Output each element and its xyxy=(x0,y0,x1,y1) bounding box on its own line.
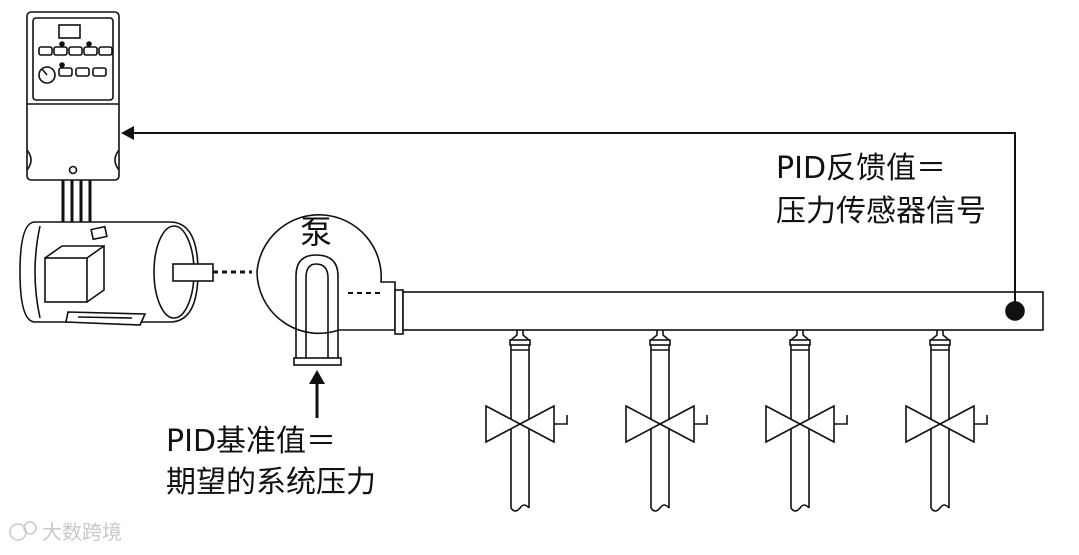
branch-line-2 xyxy=(625,330,708,512)
pump-label: 泵 xyxy=(300,213,333,251)
branch-line-1 xyxy=(485,330,568,512)
valve-icon xyxy=(905,404,942,444)
drive-keypad xyxy=(38,24,113,84)
feedback-label-line1: PID反馈值＝ xyxy=(776,151,947,186)
header-pipe xyxy=(402,291,1044,331)
valve-icon xyxy=(485,404,522,444)
setpoint-label-line2: 期望的系统压力 xyxy=(166,465,376,500)
arrow-left-icon xyxy=(121,126,134,140)
speed-knob-icon xyxy=(38,66,56,84)
valve-icon xyxy=(625,404,662,444)
valve-icon xyxy=(765,404,802,444)
arrow-up-icon xyxy=(309,370,325,384)
branch-line-3 xyxy=(765,330,848,512)
feedback-label-line2: 压力传感器信号 xyxy=(776,194,986,229)
feedback-signal-line xyxy=(121,126,1016,302)
watermark-text: 大数跨境 xyxy=(42,520,122,544)
branch-line-4 xyxy=(905,330,988,512)
chat-bubble-logo-icon xyxy=(9,521,37,541)
pressure-sensor-icon xyxy=(1005,301,1025,321)
frequency-drive xyxy=(26,11,120,181)
setpoint-arrow xyxy=(309,370,325,418)
setpoint-label-line1: PID基准值＝ xyxy=(166,424,337,459)
motor xyxy=(19,221,252,326)
pump xyxy=(256,214,404,366)
